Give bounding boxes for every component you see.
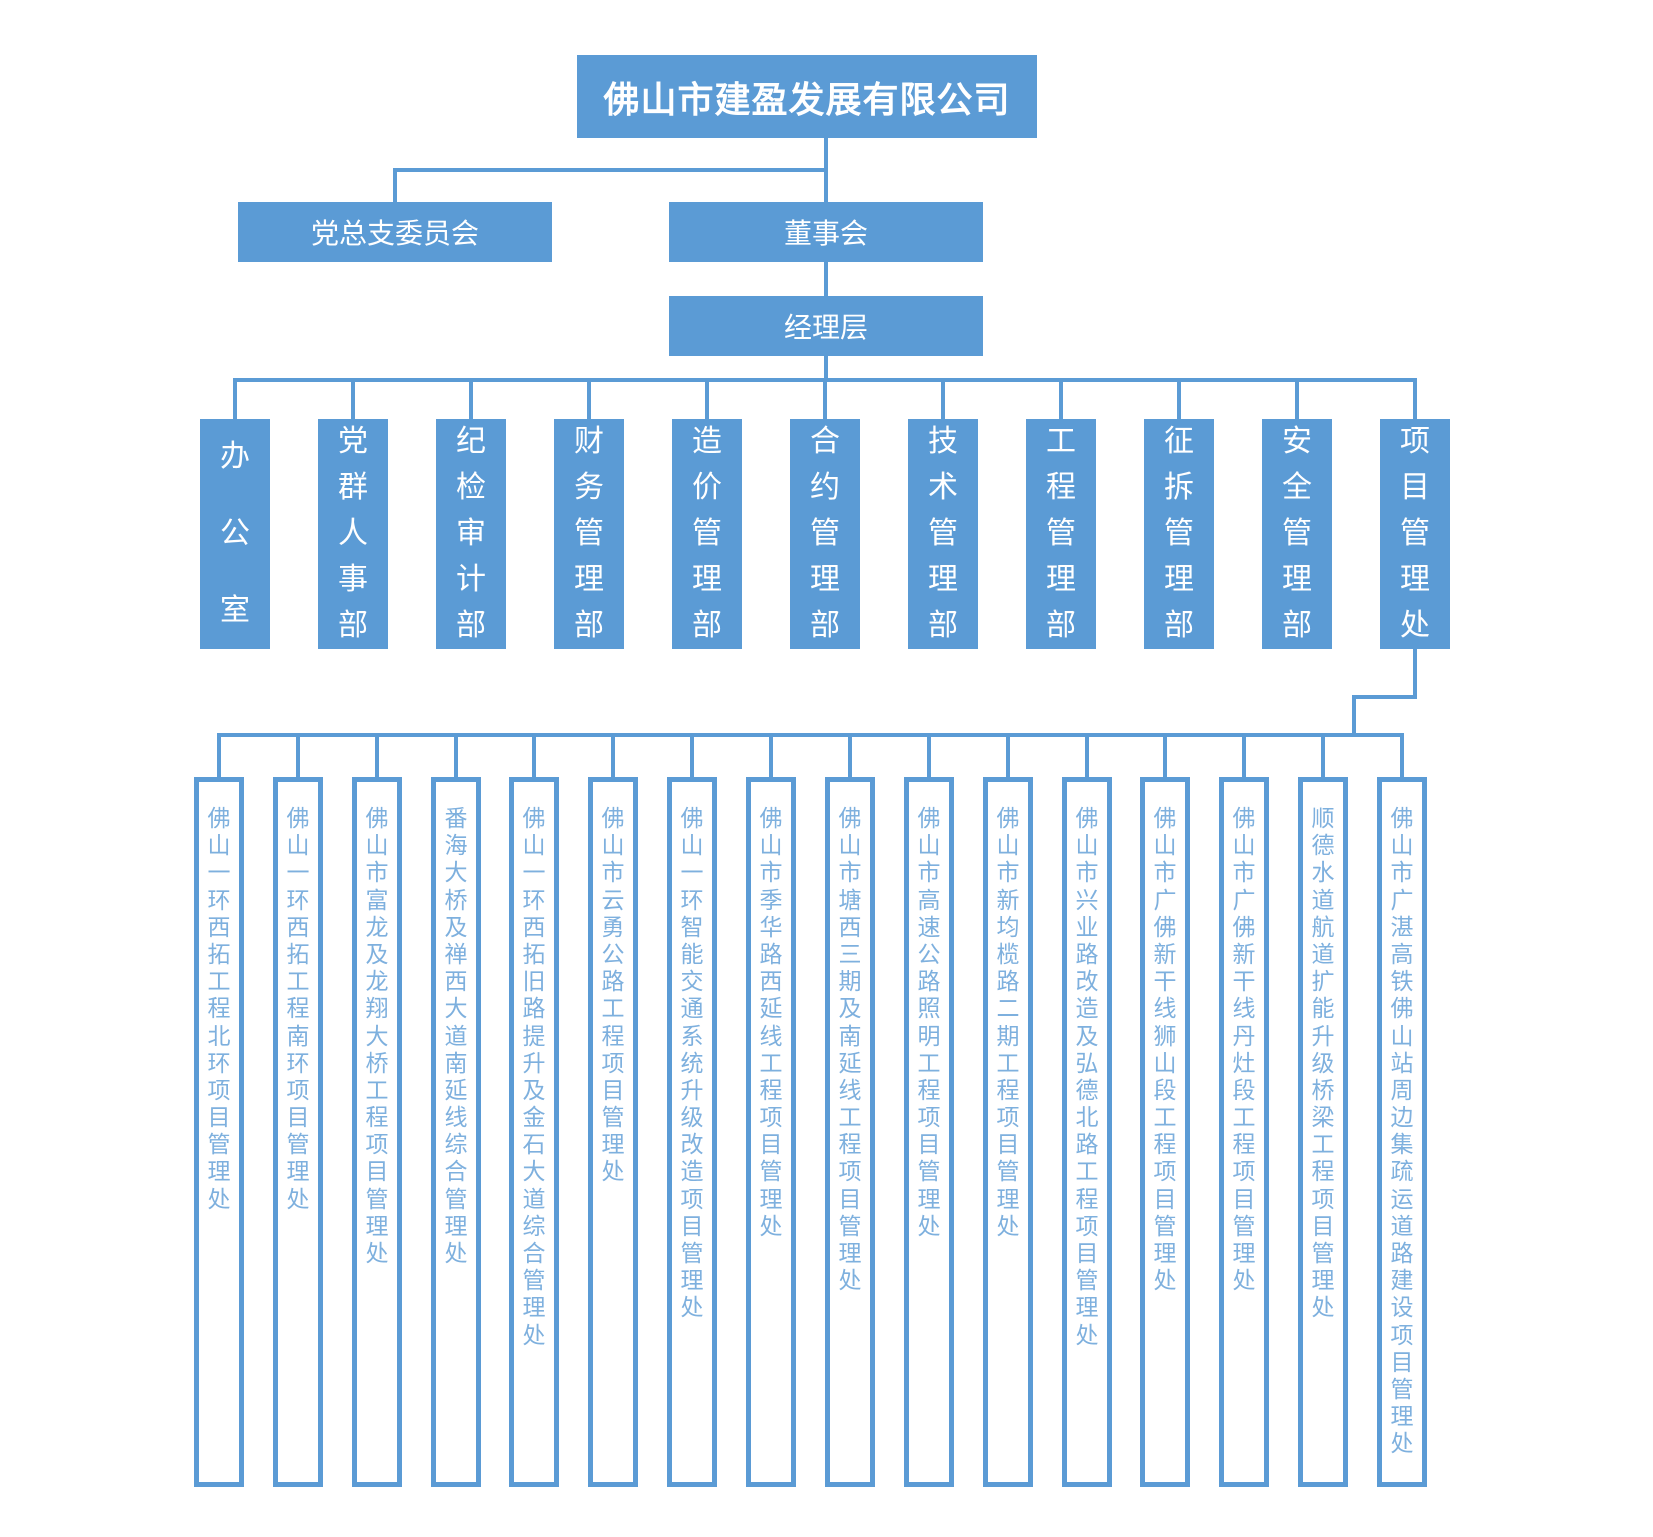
project-office-box: 佛山市富龙及龙翔大桥工程项目管理处	[352, 777, 402, 1487]
connector-pmo-elbow-v2	[1352, 695, 1356, 737]
management-layer-label: 经理层	[783, 313, 868, 344]
connector-office-drop	[1321, 735, 1325, 777]
project-office-box: 顺德水道航道扩能升级桥梁工程项目管理处	[1298, 777, 1348, 1487]
management-layer-box: 经理层	[669, 296, 983, 356]
project-office-box: 佛山市兴业路改造及弘德北路工程项目管理处	[1062, 777, 1112, 1487]
project-office-box: 佛山一环西拓工程北环项目管理处	[194, 777, 244, 1487]
department-box: 财务管理部	[554, 419, 624, 649]
department-box: 造价管理部	[672, 419, 742, 649]
party-committee-label: 党总支委员会	[310, 219, 479, 250]
project-office-box: 佛山市季华路西延线工程项目管理处	[746, 777, 796, 1487]
connector-dept-drop	[1295, 380, 1299, 419]
project-office-box: 佛山市高速公路照明工程项目管理处	[904, 777, 954, 1487]
connector-dept-drop	[1413, 380, 1417, 419]
connector-office-drop	[690, 735, 694, 777]
department-box: 技术管理部	[908, 419, 978, 649]
connector-office-drop	[1163, 735, 1167, 777]
connector-office-drop	[375, 735, 379, 777]
connector-top-bus	[393, 168, 826, 172]
department-box: 征拆管理部	[1144, 419, 1214, 649]
connector-office-drop	[1242, 735, 1246, 777]
project-office-box: 佛山市广佛新干线丹灶段工程项目管理处	[1219, 777, 1269, 1487]
board-of-directors-box: 董事会	[669, 202, 983, 262]
project-office-box: 佛山市广湛高铁佛山站周边集疏运道路建设项目管理处	[1377, 777, 1427, 1487]
project-office-box: 佛山市新均榄路二期工程项目管理处	[983, 777, 1033, 1487]
company-root-box: 佛山市建盈发展有限公司	[577, 55, 1037, 138]
connector-office-bus	[217, 733, 1404, 737]
connector-office-drop	[848, 735, 852, 777]
connector-mgmt-drop	[824, 356, 828, 382]
connector-board-mgmt	[824, 262, 828, 296]
project-office-box: 番海大桥及禅西大道南延线综合管理处	[431, 777, 481, 1487]
connector-office-drop	[1085, 735, 1089, 777]
project-office-box: 佛山一环西拓工程南环项目管理处	[273, 777, 323, 1487]
connector-office-drop	[296, 735, 300, 777]
connector-party-drop	[393, 168, 397, 202]
department-box: 合约管理部	[790, 419, 860, 649]
connector-office-drop	[927, 735, 931, 777]
connector-dept-drop	[941, 380, 945, 419]
department-box: 党群人事部	[318, 419, 388, 649]
connector-dept-drop	[705, 380, 709, 419]
connector-root-drop	[824, 138, 828, 202]
connector-pmo-elbow-h	[1352, 695, 1417, 699]
project-office-box: 佛山一环智能交通系统升级改造项目管理处	[667, 777, 717, 1487]
connector-dept-drop	[469, 380, 473, 419]
department-box: 纪检审计部	[436, 419, 506, 649]
board-of-directors-label: 董事会	[783, 219, 868, 250]
connector-office-drop	[1006, 735, 1010, 777]
department-box: 工程管理部	[1026, 419, 1096, 649]
department-box: 项目管理处	[1380, 419, 1450, 649]
connector-dept-drop	[351, 380, 355, 419]
project-office-box: 佛山一环西拓旧路提升及金石大道综合管理处	[509, 777, 559, 1487]
department-box: 安全管理部	[1262, 419, 1332, 649]
connector-dept-drop	[1177, 380, 1181, 419]
project-office-box: 佛山市塘西三期及南延线工程项目管理处	[825, 777, 875, 1487]
connector-dept-drop	[1059, 380, 1063, 419]
connector-dept-drop	[233, 380, 237, 419]
connector-dept-drop	[587, 380, 591, 419]
connector-pmo-elbow-v1	[1413, 649, 1417, 699]
department-box: 办公室	[200, 419, 270, 649]
connector-office-drop	[611, 735, 615, 777]
connector-dept-drop	[823, 380, 827, 419]
connector-office-drop	[217, 735, 221, 777]
project-office-box: 佛山市广佛新干线狮山段工程项目管理处	[1140, 777, 1190, 1487]
company-title: 佛山市建盈发展有限公司	[603, 79, 1011, 120]
project-office-box: 佛山市云勇公路工程项目管理处	[588, 777, 638, 1487]
connector-office-drop	[769, 735, 773, 777]
party-committee-box: 党总支委员会	[238, 202, 552, 262]
connector-office-drop	[532, 735, 536, 777]
connector-office-drop	[454, 735, 458, 777]
connector-office-drop	[1400, 735, 1404, 777]
